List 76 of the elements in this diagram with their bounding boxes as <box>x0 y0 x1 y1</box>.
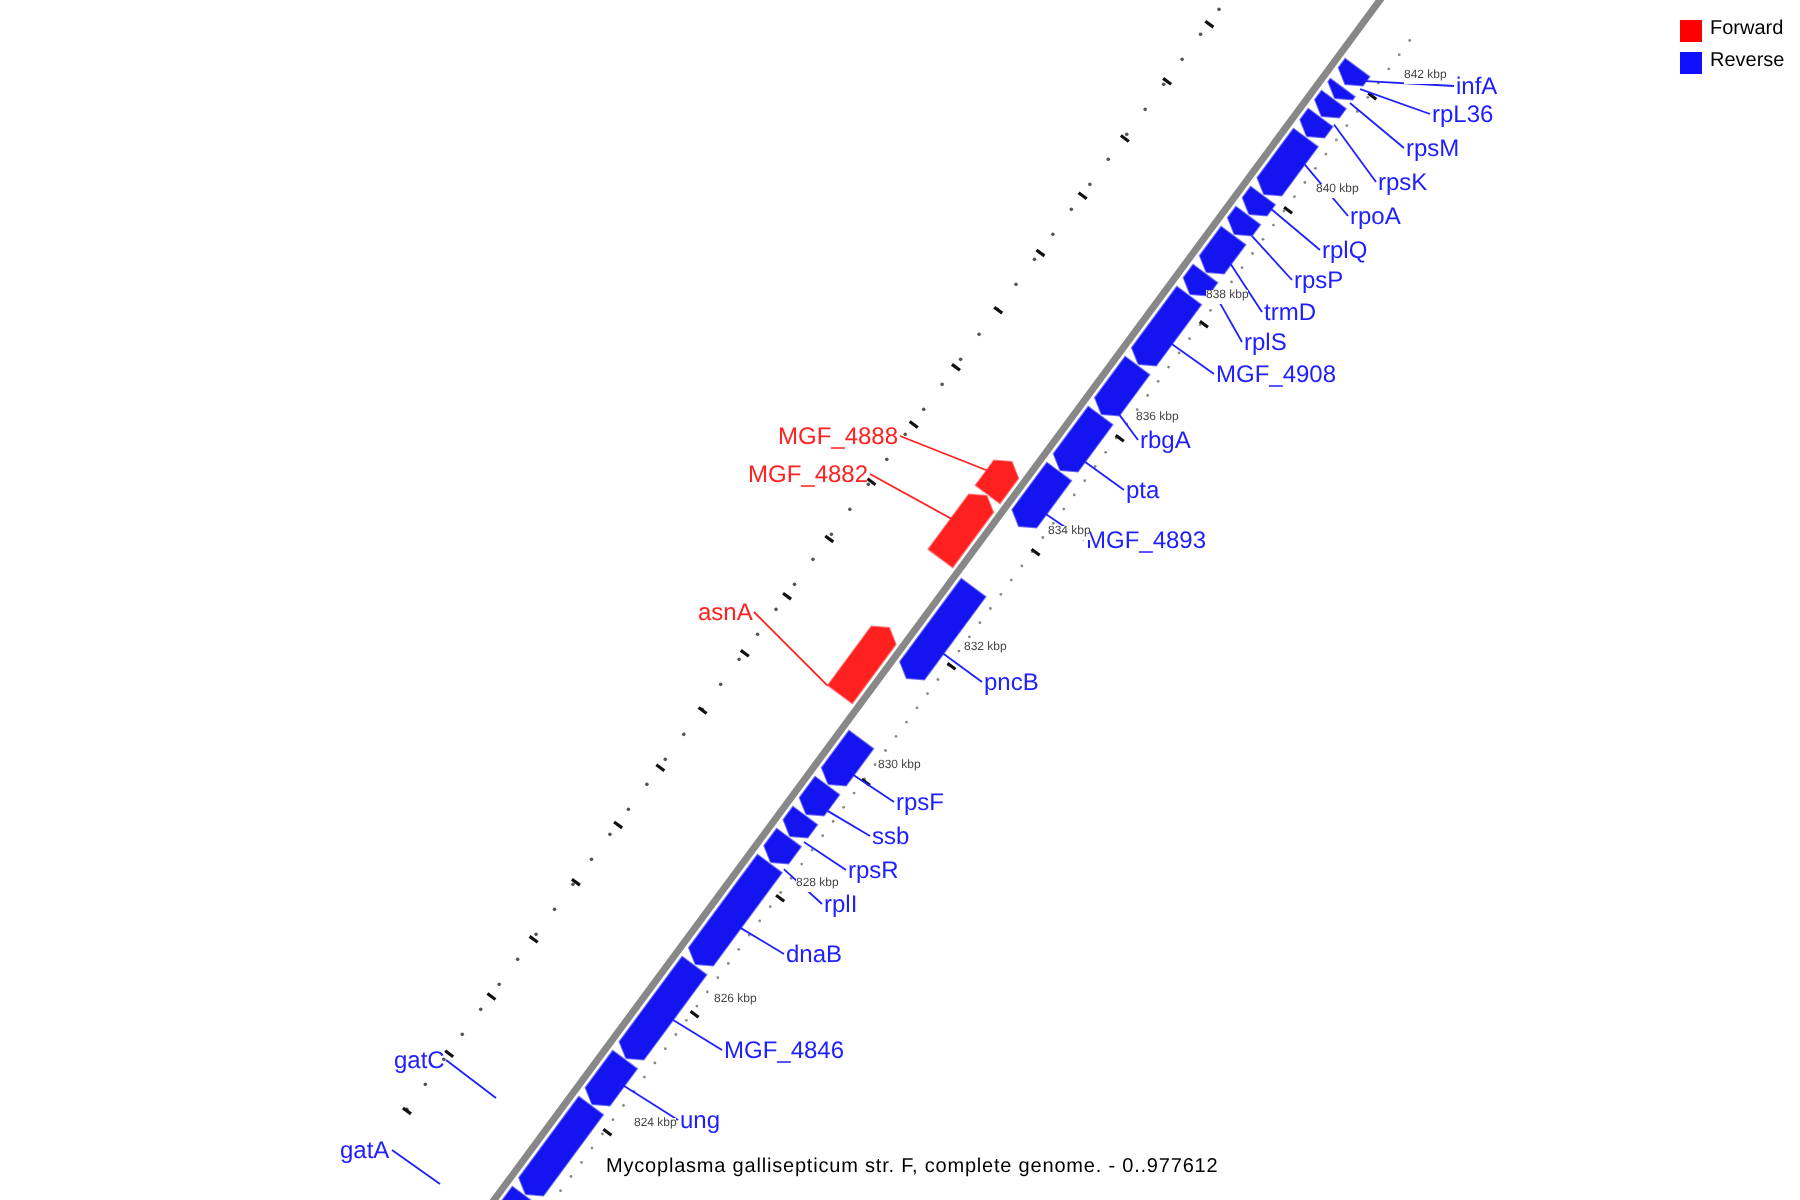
gene-block <box>1298 106 1336 140</box>
leader-line <box>753 611 829 687</box>
gene-block <box>686 852 785 968</box>
legend-label: Reverse <box>1710 50 1785 74</box>
gene-block <box>1326 76 1358 102</box>
leader-line <box>1250 234 1293 281</box>
gene-block <box>583 1048 640 1108</box>
gene-label: gatA <box>340 1136 390 1164</box>
gene-label: rplI <box>824 890 858 918</box>
gene-block <box>762 826 804 866</box>
leader-line <box>1359 88 1431 115</box>
gene-block <box>825 624 898 706</box>
gene-block <box>1312 88 1349 120</box>
gene-label: trmD <box>1264 298 1316 326</box>
gene-label: rbgA <box>1140 426 1191 454</box>
leader-line <box>739 927 785 955</box>
leader-line <box>1270 208 1321 251</box>
gene-block <box>617 954 710 1062</box>
gene-label: rpsM <box>1406 134 1460 162</box>
gene-block <box>516 1094 606 1198</box>
gene-label: rplQ <box>1322 236 1368 264</box>
gene-label: infA <box>1456 72 1498 100</box>
leader-line <box>869 473 952 520</box>
caption: Mycoplasma gallisepticum str. F, complete genome. - 0..977612 <box>606 1156 1219 1180</box>
leader-line <box>445 1059 497 1099</box>
leader-line <box>1083 460 1125 491</box>
leader-line <box>1229 263 1263 313</box>
gene-block <box>781 804 820 840</box>
gene-label: rpsR <box>848 856 899 884</box>
leader-line <box>1365 80 1455 87</box>
gene-label: ssb <box>872 822 910 850</box>
gene-block <box>1129 284 1204 368</box>
gene-label: rpsP <box>1294 266 1344 294</box>
leader-line <box>391 1149 441 1185</box>
gene-label: rplS <box>1244 328 1287 356</box>
gene-block <box>1051 404 1116 474</box>
leader-line <box>1333 123 1377 183</box>
gene-label: MGF_4846 <box>724 1036 845 1064</box>
leader-line <box>826 809 871 837</box>
gene-label: ung <box>680 1106 721 1134</box>
gene-block <box>925 492 996 570</box>
leader-line <box>1211 288 1243 343</box>
gene-block <box>1092 354 1153 418</box>
gene-label: dnaB <box>786 940 843 968</box>
gene-label: MGF_4908 <box>1216 360 1337 388</box>
gene-block <box>819 728 876 788</box>
leader-line <box>1170 343 1215 375</box>
leader-line <box>671 1018 723 1051</box>
leader-line <box>1303 163 1349 217</box>
gene-label: pta <box>1126 476 1160 504</box>
leader-line <box>803 841 847 871</box>
gene-label: MGF_4893 <box>1086 526 1207 554</box>
gene-label: rpsK <box>1378 168 1428 196</box>
gene-label: rpL36 <box>1432 100 1494 128</box>
gene-label: MGF_4888 <box>778 422 899 450</box>
gene-label: MGF_4882 <box>748 460 869 488</box>
leader-line <box>1349 102 1405 149</box>
gene-block <box>1240 184 1278 218</box>
leader-line <box>942 652 983 683</box>
gene-block <box>897 576 989 682</box>
gene-block <box>1336 56 1373 88</box>
gene-block <box>1225 204 1263 238</box>
legend-label: Forward <box>1710 18 1784 42</box>
gene-block <box>797 774 842 818</box>
gene-label: asnA <box>698 598 753 626</box>
gene-label: rpoA <box>1350 202 1401 230</box>
leader-line <box>1118 414 1139 441</box>
gene-block <box>1197 224 1249 276</box>
leader-line <box>622 1084 679 1121</box>
leader-line <box>899 435 988 472</box>
leader-line <box>852 774 895 803</box>
gene-block <box>973 458 1021 506</box>
gene-label: pncB <box>984 668 1039 696</box>
gene-label: rpsF <box>896 788 944 816</box>
leader-line <box>1045 513 1085 541</box>
gene-label: gatC <box>394 1046 445 1074</box>
